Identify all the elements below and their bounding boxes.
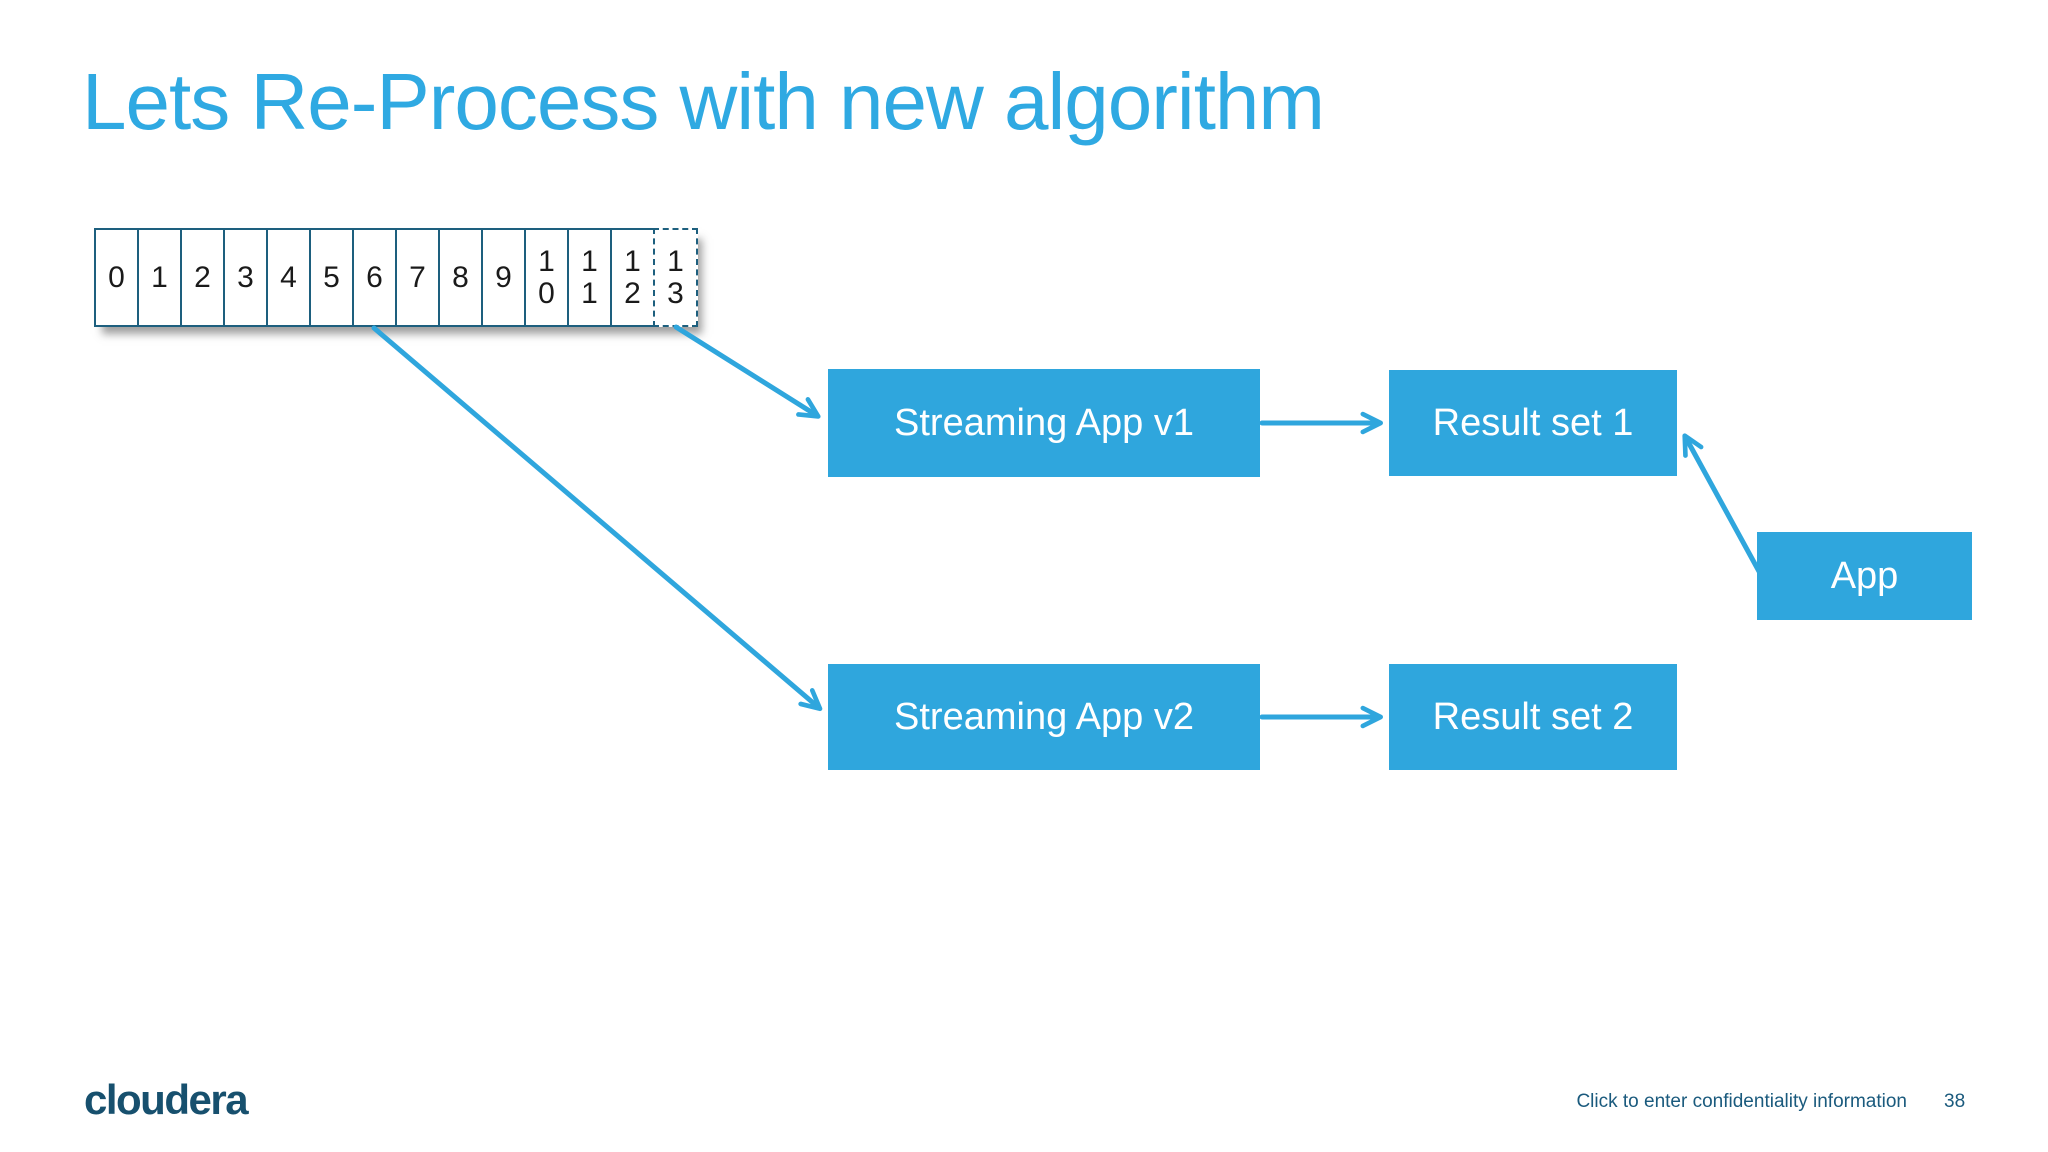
partition-cell-10: 1 0: [524, 228, 569, 327]
partition-cell-6: 6: [352, 228, 397, 327]
partition-cell-12: 1 2: [610, 228, 655, 327]
partition-cell-11: 1 1: [567, 228, 612, 327]
partition-cell-7: 7: [395, 228, 440, 327]
partition-cell-3: 3: [223, 228, 268, 327]
partition-cell-13: 1 3: [653, 228, 698, 327]
arrow-partition13-to-streaming-v1: [673, 324, 821, 419]
result-set-2-box: Result set 2: [1389, 664, 1677, 770]
partition-cell-2: 2: [180, 228, 225, 327]
streaming-app-v1-box: Streaming App v1: [828, 369, 1260, 477]
streaming-app-v2-box: Streaming App v2: [828, 664, 1260, 770]
slide-title: Lets Re-Process with new algorithm: [82, 57, 1325, 146]
partition-cell-5: 5: [309, 228, 354, 327]
app-box: App: [1757, 532, 1972, 620]
partition-cell-0: 0: [94, 228, 139, 327]
cloudera-logo: cloudera: [84, 1076, 249, 1123]
partition-cell-8: 8: [438, 228, 483, 327]
result-set-1-box: Result set 1: [1389, 370, 1677, 476]
arrow-partition6-to-streaming-v2: [371, 325, 823, 712]
partition-cell-9: 9: [481, 228, 526, 327]
partition-cell-4: 4: [266, 228, 311, 327]
confidentiality-footer[interactable]: Click to enter confidentiality informati…: [1576, 1091, 1907, 1112]
arrow-app-to-result-set-1: [1682, 433, 1764, 578]
partition-cell-1: 1: [137, 228, 182, 327]
page-number: 38: [1944, 1091, 1966, 1112]
